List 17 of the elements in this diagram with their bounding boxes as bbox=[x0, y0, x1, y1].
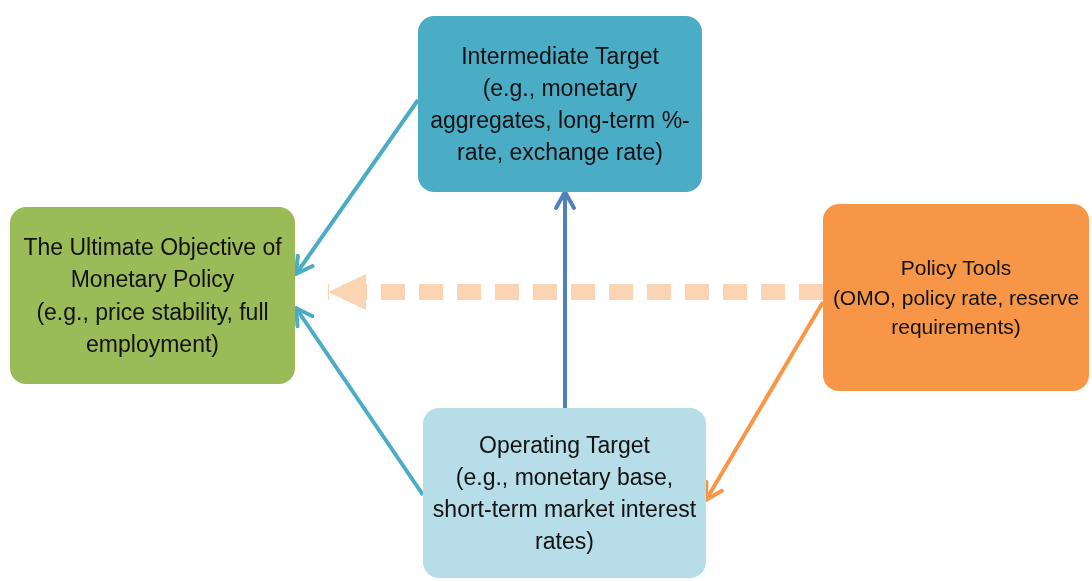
box-description: (e.g., monetary base, short-term market interest rates) bbox=[431, 462, 698, 557]
arrow bbox=[294, 306, 425, 497]
arrow bbox=[704, 301, 825, 502]
box-description: (e.g., price stability, full employment) bbox=[35, 297, 270, 359]
box-title: The Ultimate Objective of Monetary Policy bbox=[22, 233, 283, 295]
arrow bbox=[328, 274, 823, 310]
box-title: Policy Tools bbox=[900, 255, 1012, 282]
box-title: Intermediate Target bbox=[461, 41, 659, 71]
box-description: (e.g., monetary aggregates, long-term %-rate, exchange rate) bbox=[429, 73, 691, 168]
process-box bbox=[10, 207, 295, 384]
arrow bbox=[554, 190, 576, 408]
box-description: (OMO, policy rate, reserve requirements) bbox=[831, 284, 1081, 341]
process-box bbox=[423, 408, 706, 578]
process-box bbox=[823, 204, 1089, 391]
process-box bbox=[418, 16, 702, 192]
arrow bbox=[294, 98, 420, 276]
box-title: Operating Target bbox=[479, 430, 650, 460]
